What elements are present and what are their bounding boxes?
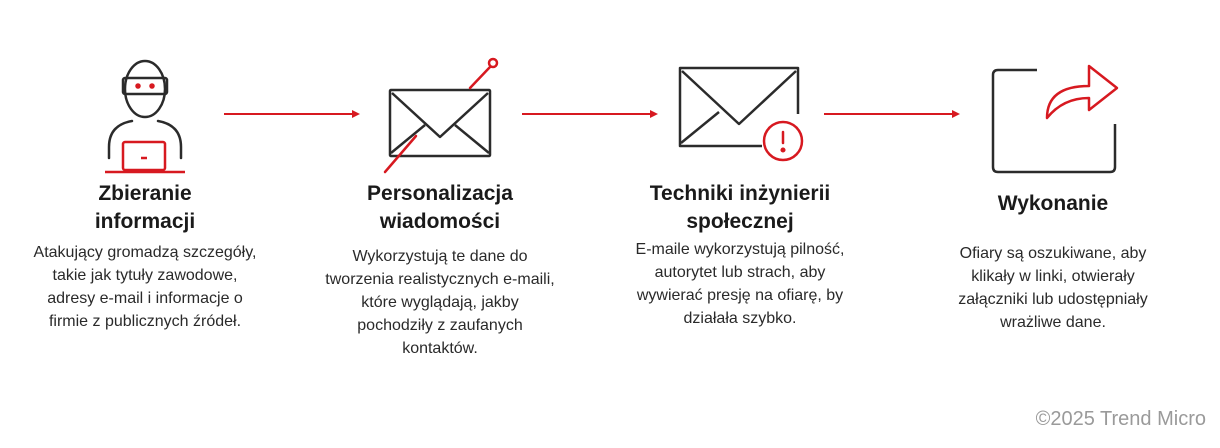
desc-line: Atakujący gromadzą szczegóły, (33, 244, 257, 261)
step-title: Zbieranie informacji (5, 180, 285, 236)
desc-line: wywierać presję na ofiarę, by (636, 287, 844, 304)
step-description: E-maile wykorzystują pilność, autorytet … (600, 238, 880, 330)
desc-line: Ofiary są oszukiwane, aby (959, 245, 1147, 262)
desc-line: Wykorzystują te dane do (352, 248, 528, 265)
flow-arrow (824, 110, 960, 118)
title-line: wiadomości (379, 210, 501, 233)
flow-arrow (224, 110, 360, 118)
desc-line: działała szybko. (683, 310, 797, 327)
share-forward-icon (991, 64, 1119, 174)
title-line: informacji (94, 210, 196, 233)
desc-line: firmie z publicznych źródeł. (48, 313, 242, 330)
hacker-laptop-icon (105, 59, 185, 174)
step-description: Atakujący gromadzą szczegóły, takie jak … (5, 241, 285, 333)
title-line: Personalizacja (367, 182, 513, 205)
title-line: Zbieranie (98, 182, 192, 205)
desc-line: klikały w linki, otwierały (971, 268, 1135, 285)
desc-line: autorytet lub strach, aby (654, 264, 826, 281)
desc-line: wrażliwe dane. (1000, 314, 1106, 331)
desc-line: kontaktów. (402, 340, 478, 357)
title-line: społecznej (686, 210, 794, 233)
copyright: ©2025 Trend Micro (1035, 408, 1206, 430)
envelope-alert-icon (678, 66, 804, 162)
desc-line: E-maile wykorzystują pilność, (635, 241, 845, 258)
title-line: Wykonanie (997, 192, 1109, 215)
envelope-hook-icon (383, 57, 499, 174)
flow-arrow (522, 110, 658, 118)
desc-line: które wyglądają, jakby (361, 294, 519, 311)
desc-line: załączniki lub udostępniały (958, 291, 1148, 308)
title-line: Techniki inżynierii (649, 182, 831, 205)
step-title: Techniki inżynierii społecznej (600, 180, 880, 236)
step-description: Ofiary są oszukiwane, aby klikały w link… (913, 242, 1193, 334)
step-description: Wykorzystują te dane do tworzenia realis… (300, 245, 580, 360)
desc-line: pochodziły z zaufanych (357, 317, 523, 334)
desc-line: takie jak tytuły zawodowe, (52, 267, 238, 284)
desc-line: tworzenia realistycznych e-maili, (325, 271, 555, 288)
step-title: Personalizacja wiadomości (300, 180, 580, 236)
desc-line: adresy e-mail i informacje o (47, 290, 243, 307)
step-title: Wykonanie (913, 190, 1193, 218)
